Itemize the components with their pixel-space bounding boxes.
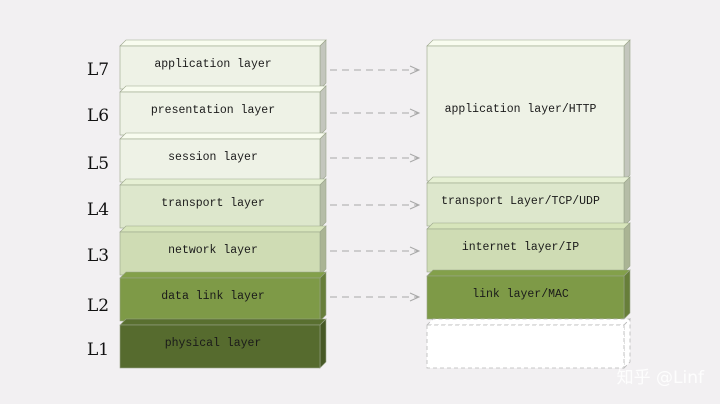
mapping-arrow-head bbox=[409, 292, 421, 302]
osi-transport-label: transport layer bbox=[161, 197, 265, 210]
osi-block-l3-top bbox=[119, 225, 327, 233]
mapping-arrows bbox=[330, 65, 421, 302]
tcpip-block-1-top bbox=[426, 176, 631, 184]
mapping-arrow-head bbox=[409, 65, 421, 75]
tcpip-block-0 bbox=[426, 39, 631, 182]
tcpip-block-3-top bbox=[426, 269, 631, 277]
osi-block-l7-front bbox=[119, 45, 321, 90]
mapping-arrow-head bbox=[409, 200, 421, 210]
osi-block-l1-top bbox=[119, 318, 327, 326]
osi-physical-label: physical layer bbox=[164, 337, 262, 350]
osi-block-l7-side bbox=[319, 39, 327, 90]
osi-block-l2-side bbox=[319, 271, 327, 322]
placeholder-side bbox=[623, 318, 631, 369]
tcpip-block-1-side bbox=[623, 176, 631, 227]
tcpip-application-label: application layer/HTTP bbox=[444, 103, 597, 116]
tcpip-block-0-side bbox=[623, 39, 631, 182]
osi-block-l7 bbox=[119, 39, 327, 90]
osi-block-l3 bbox=[119, 225, 327, 276]
osi-block-l4-front bbox=[119, 184, 321, 229]
watermark: 知乎 @Linf bbox=[616, 368, 704, 388]
osi-block-l1-side bbox=[319, 318, 327, 369]
osi-block-l2 bbox=[119, 271, 327, 322]
level-label-l2: L2 bbox=[86, 296, 110, 316]
mapping-arrow-head bbox=[409, 246, 421, 256]
tcpip-transport-label: transport Layer/TCP/UDP bbox=[441, 195, 600, 208]
tcpip-block-0-top bbox=[426, 39, 631, 47]
placeholder-top bbox=[426, 318, 631, 326]
level-label-l3: L3 bbox=[86, 246, 110, 266]
tcpip-block-0-front bbox=[426, 45, 625, 182]
osi-block-l6 bbox=[119, 85, 327, 136]
mapping-arrow-head bbox=[409, 108, 421, 118]
osi-block-l3-front bbox=[119, 231, 321, 276]
osi-network-label: network layer bbox=[168, 244, 258, 257]
tcpip-block-3-side bbox=[623, 269, 631, 320]
osi-block-l7-top bbox=[119, 39, 327, 47]
osi-block-l5 bbox=[119, 132, 327, 183]
level-label-l4: L4 bbox=[86, 200, 110, 220]
osi-data-link-label: data link layer bbox=[161, 290, 265, 303]
tcpip-block-2-side bbox=[623, 222, 631, 273]
level-label-l7: L7 bbox=[86, 60, 110, 80]
osi-block-l5-top bbox=[119, 132, 327, 140]
level-label-l6: L6 bbox=[86, 106, 110, 126]
osi-block-l4-side bbox=[319, 178, 327, 229]
tcpip-block-1-front bbox=[426, 182, 625, 227]
osi-block-l6-front bbox=[119, 91, 321, 136]
tcpip-block-2-front bbox=[426, 228, 625, 273]
osi-block-l2-top bbox=[119, 271, 327, 279]
osi-block-l3-side bbox=[319, 225, 327, 276]
osi-block-l2-front bbox=[119, 277, 321, 322]
tcpip-block-2 bbox=[426, 222, 631, 273]
tcpip-block-3 bbox=[426, 269, 631, 320]
placeholder-front bbox=[426, 324, 625, 369]
tcpip-link-label: link layer/MAC bbox=[472, 288, 569, 301]
tcpip-empty-placeholder bbox=[426, 318, 631, 369]
level-label-l5: L5 bbox=[86, 154, 110, 174]
tcpip-block-1 bbox=[426, 176, 631, 227]
osi-stack bbox=[119, 39, 327, 369]
osi-block-l6-side bbox=[319, 85, 327, 136]
tcpip-stack bbox=[426, 39, 631, 369]
tcpip-internet-label: internet layer/IP bbox=[461, 241, 580, 254]
level-label-l1: L1 bbox=[86, 340, 110, 360]
osi-block-l4-top bbox=[119, 178, 327, 186]
osi-block-l4 bbox=[119, 178, 327, 229]
osi-block-l6-top bbox=[119, 85, 327, 93]
tcpip-block-3-front bbox=[426, 275, 625, 320]
osi-presentation-label: presentation layer bbox=[150, 104, 276, 117]
osi-session-label: session layer bbox=[168, 151, 258, 164]
osi-block-l5-side bbox=[319, 132, 327, 183]
mapping-arrow-head bbox=[409, 153, 421, 163]
osi-application-label: application layer bbox=[154, 58, 272, 71]
osi-block-l1-front bbox=[119, 324, 321, 369]
osi-block-l1 bbox=[119, 318, 327, 369]
tcpip-block-2-top bbox=[426, 222, 631, 230]
